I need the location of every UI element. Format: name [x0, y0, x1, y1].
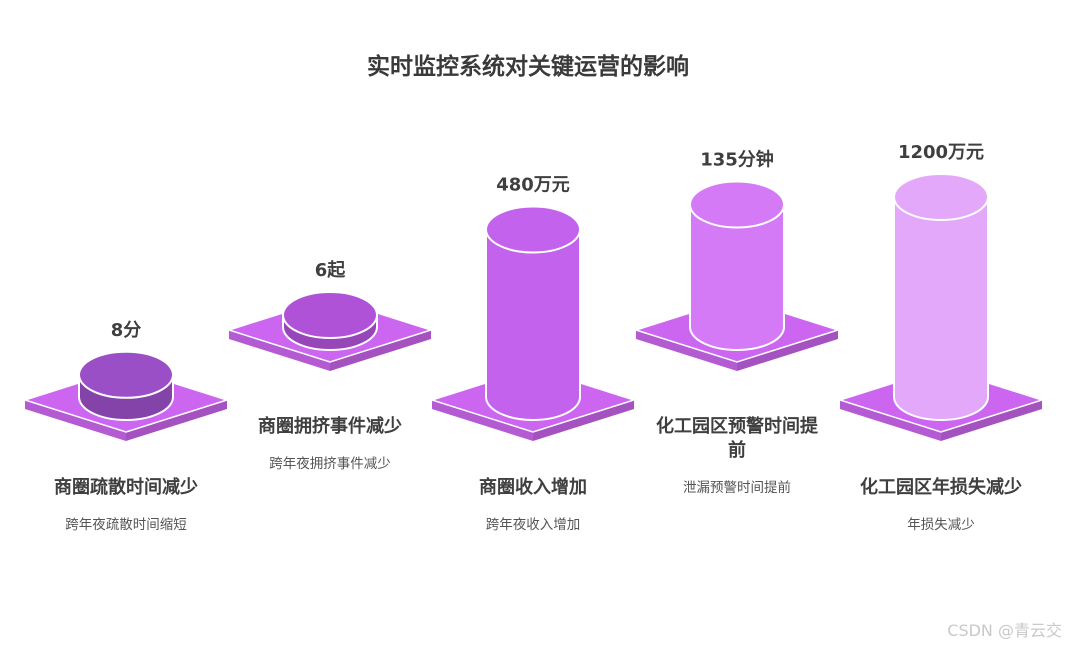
platform-right-face [737, 330, 838, 371]
bar-3 [689, 203, 785, 351]
value-label-4: 1200万元 [898, 142, 984, 163]
bar-4 [893, 196, 989, 421]
chart-title: 实时监控系统对关键运营的影响 [367, 53, 689, 80]
description-1: 跨年夜拥挤事件减少 [269, 456, 391, 472]
platform-left-face [840, 400, 941, 441]
bar-top-0 [78, 350, 174, 399]
category-label-3: 化工园区预警时间提前 [656, 415, 819, 461]
value-label-3: 135分钟 [700, 149, 774, 171]
watermark: CSDN @青云交 [947, 621, 1062, 640]
platform-left-face [229, 330, 330, 371]
description-2: 跨年夜收入增加 [486, 517, 581, 533]
platform-left-face [432, 400, 533, 441]
value-label-0: 8分 [111, 320, 142, 341]
bar-top-1 [282, 291, 378, 339]
platform-right-face [126, 400, 227, 441]
category-label-2: 商圈收入增加 [479, 476, 587, 498]
description-0: 跨年夜疏散时间缩短 [65, 517, 187, 533]
bars-group: 8分商圈疏散时间减少跨年夜疏散时间缩短6起商圈拥挤事件减少跨年夜拥挤事件减少48… [22, 142, 1045, 533]
bar-top-2 [485, 205, 581, 254]
category-label-1: 商圈拥挤事件减少 [258, 415, 402, 437]
category-label-4: 化工园区年损失减少 [860, 476, 1022, 498]
description-3: 泄漏预警时间提前 [683, 479, 791, 496]
description-4: 年损失减少 [907, 517, 975, 533]
platform-left-face [25, 400, 126, 441]
value-label-1: 6起 [315, 259, 347, 281]
platform-right-face [533, 400, 634, 441]
platform-right-face [941, 400, 1042, 441]
bar-top-4 [893, 173, 989, 221]
platform-right-face [330, 330, 431, 371]
bar-2 [485, 228, 581, 421]
category-label-0: 商圈疏散时间减少 [54, 476, 198, 498]
platform-left-face [636, 330, 737, 371]
bar-top-3 [689, 180, 785, 229]
value-label-2: 480万元 [496, 175, 570, 196]
